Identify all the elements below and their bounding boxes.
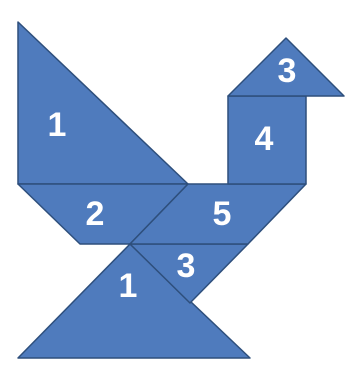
parallelogram-right-label: 5 <box>213 195 232 233</box>
large-triangle-top-label: 1 <box>48 106 67 144</box>
large-triangle-bottom-label: 1 <box>119 267 138 305</box>
small-triangle-head-label: 3 <box>278 52 297 90</box>
large-triangle-top-piece <box>18 22 188 184</box>
parallelogram-left-label: 2 <box>86 195 105 233</box>
small-triangle-bottom-label: 3 <box>177 247 196 285</box>
square-neck-label: 4 <box>255 120 274 158</box>
